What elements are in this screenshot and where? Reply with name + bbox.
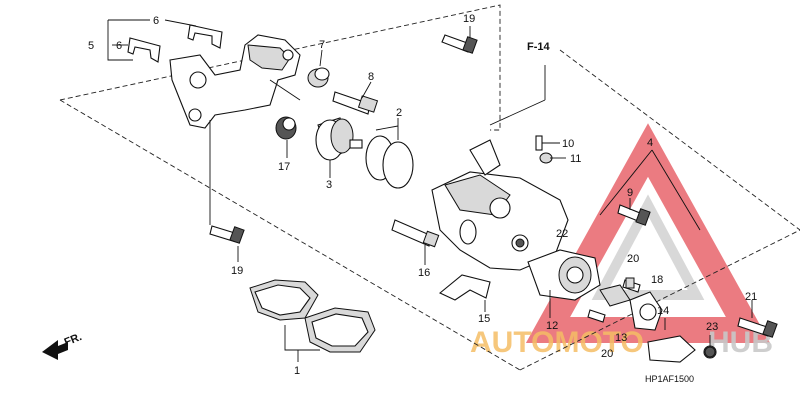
part-bolts [209, 26, 778, 358]
outline-dashed-right [559, 49, 800, 231]
leader-part-4 [599, 149, 701, 231]
reference-label: F-14 [527, 41, 551, 53]
part-brake-pads [249, 279, 376, 362]
front-arrow-icon [42, 340, 68, 360]
callout-5: 5 [88, 40, 94, 52]
callout-12: 12 [546, 320, 558, 332]
callout-6-mid: 6 [116, 40, 122, 52]
callout-9: 9 [627, 187, 633, 199]
callout-22: 22 [556, 228, 568, 240]
callout-3: 3 [326, 179, 332, 191]
callout-2: 2 [396, 107, 402, 119]
outline-dashed-left [59, 99, 521, 371]
callout-4: 4 [647, 137, 653, 149]
front-label: FR. [63, 331, 84, 349]
callout-23: 23 [706, 321, 718, 333]
callout-15: 15 [478, 313, 490, 325]
watermark-logo: AUTOMOTO HUB [470, 123, 773, 359]
callout-1: 1 [294, 365, 300, 377]
callout-19-top: 19 [463, 13, 475, 25]
callout-7: 7 [319, 39, 325, 51]
callout-numbers: 6 5 6 19 7 8 2 4 10 11 17 3 9 22 20 19 1… [88, 13, 757, 377]
callout-20-upper: 20 [627, 253, 639, 265]
part-seals-2 [365, 118, 414, 189]
callout-18: 18 [651, 274, 663, 286]
callout-17: 17 [278, 161, 290, 173]
part-caliper-bracket [169, 34, 301, 225]
callout-6-top: 6 [153, 15, 159, 27]
assembly-outline [59, 4, 800, 371]
callout-16: 16 [418, 267, 430, 279]
callout-19-bottom: 19 [231, 265, 243, 277]
diagram-code: HP1AF1500 [645, 374, 694, 384]
callout-8: 8 [368, 71, 374, 83]
watermark-triangle-outer [525, 123, 771, 343]
outline-dashed-bottom [519, 229, 800, 371]
part-parking-assembly [527, 249, 717, 363]
part-boot-17 [275, 116, 297, 158]
callout-14: 14 [657, 305, 669, 317]
part-clip-15 [438, 274, 491, 312]
callout-21: 21 [745, 291, 757, 303]
part-bleeder-10-11 [535, 135, 566, 164]
part-piston-3 [315, 117, 363, 178]
part-caliper-body [431, 65, 569, 271]
callout-13: 13 [615, 332, 627, 344]
callout-10: 10 [562, 138, 574, 150]
callout-20-lower: 20 [601, 348, 613, 360]
part-pad-spring [107, 19, 223, 63]
part-pin-16 [391, 219, 440, 265]
part-boot-7 [307, 49, 330, 88]
part-pin-8 [332, 81, 379, 115]
watermark-text-automoto: AUTOMOTO [470, 326, 644, 359]
reference-f14: F-14 [527, 41, 551, 53]
front-arrow: FR. [42, 331, 84, 360]
callout-11: 11 [570, 153, 581, 165]
